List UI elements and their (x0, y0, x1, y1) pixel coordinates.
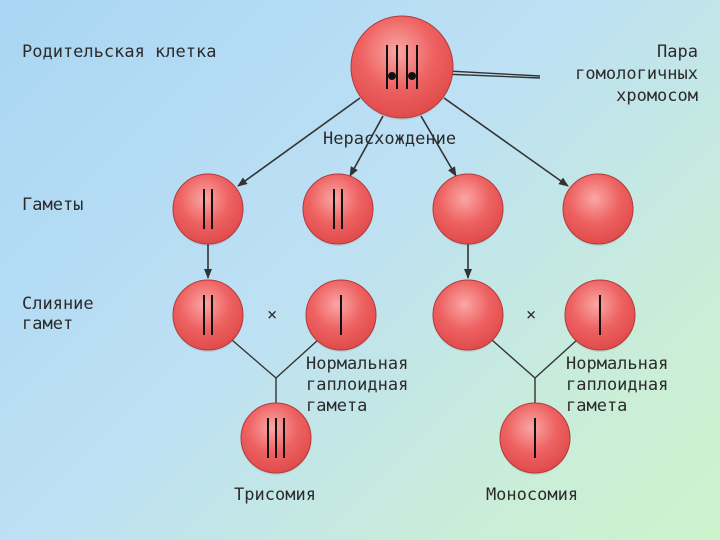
pair-label-line3: хромосом (616, 86, 698, 106)
nondisjunction-label: Нерасхождение (323, 129, 457, 149)
fusion-gamete-disomic-body (172, 279, 244, 351)
fusion-gamete-disomic (172, 279, 244, 352)
arrow-parent-to-gamete-3 (420, 115, 457, 177)
fusion-line-right-b (534, 339, 578, 379)
pair-label-line1: Пара (657, 42, 698, 62)
fusion-gamete-normal-right (564, 279, 636, 352)
centromere (408, 72, 416, 80)
parent-cell-body (350, 15, 454, 119)
gamete-cell-3 (432, 173, 504, 246)
normal-gamete-right-line2: гаплоидная (566, 375, 669, 395)
arrow-parent-to-gamete-4 (443, 97, 569, 187)
gamete-cell-4 (562, 173, 634, 246)
normal-gamete-right-line1: Нормальная (566, 354, 669, 374)
fusion-gamete-nullisomic (432, 279, 504, 352)
cells (172, 15, 636, 475)
pair-label-line2: гомологичных (575, 64, 698, 84)
normal-gamete-left-line2: гаплоидная (306, 375, 409, 395)
fusion-line-left-b (275, 339, 319, 379)
parent-cell (350, 15, 454, 120)
gamete-cell-1 (172, 173, 244, 246)
parent-cell-label: Родительская клетка (22, 42, 217, 62)
fusion-line-right-a (491, 339, 536, 379)
cross-symbol-left: × (267, 305, 278, 325)
centromere (388, 72, 396, 80)
fusion-label-line2: гамет (22, 314, 74, 334)
fusion-label-line1: Слияние (22, 294, 94, 314)
arrow-parent-to-gamete-1 (237, 97, 361, 187)
trisomy-label: Трисомия (234, 485, 316, 505)
monosomy-label: Моносомия (485, 485, 579, 505)
connectors (204, 68, 578, 403)
fusion-line-left-a (231, 339, 277, 379)
gamete-cell-4-body (562, 173, 634, 245)
gametes-label: Гаметы (22, 195, 84, 215)
normal-gamete-right-line3: гамета (566, 396, 628, 416)
normal-gamete-left-line3: гамета (306, 396, 368, 416)
arrow-parent-to-gamete-2 (349, 115, 384, 177)
normal-gamete-left-line1: Нормальная (306, 354, 409, 374)
cross-symbol-right: × (526, 305, 537, 325)
zygote-trisomy-cell (240, 402, 312, 475)
gamete-cell-2 (302, 173, 374, 246)
fusion-gamete-nullisomic-body (432, 279, 504, 351)
zygote-monosomy-cell (499, 402, 571, 475)
fusion-gamete-normal-left (305, 279, 377, 352)
gamete-cell-2-body (302, 173, 374, 245)
gamete-cell-3-body (432, 173, 504, 245)
gamete-cell-1-body (172, 173, 244, 245)
